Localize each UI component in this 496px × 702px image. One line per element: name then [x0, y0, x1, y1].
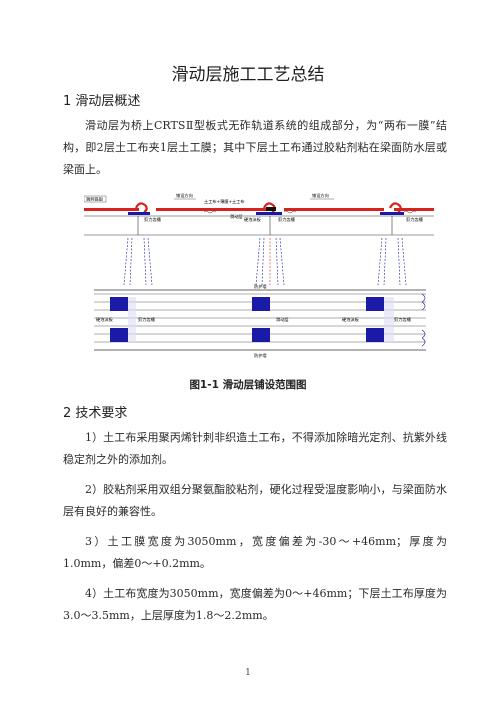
plan-label-left2: 剪力齿槽 — [138, 316, 156, 323]
pier-3 — [377, 216, 407, 286]
plan-label-left1: 硬泡沫板 — [96, 316, 114, 323]
label-zone3: 剪力齿槽 — [406, 216, 424, 223]
plan-view: 防护墙 防护墙 硬泡沫板 剪力齿槽 滑动层 硬泡沫板 剪力齿槽 — [94, 283, 426, 359]
plan-label-top: 防护墙 — [254, 283, 267, 290]
requirement-item-4: 4）土工布宽度为3050mm，宽度偏差为0～+46mm；下层土工布厚度为3.0～… — [63, 587, 447, 622]
blue-layer-3 — [380, 212, 404, 215]
plan-label-right1: 硬泡沫板 — [342, 316, 360, 323]
label-slide1: 滑动层 — [230, 213, 243, 220]
plan-block-right-bot — [366, 328, 384, 342]
overview-paragraph: 滑动层为桥上CRTSⅡ型板式无砟轨道系统的组成部分，为“两布一膜”结构，即2层土… — [63, 119, 447, 176]
black-joint — [266, 207, 276, 211]
label-zone2: 剪力齿槽 — [278, 216, 296, 223]
label-slide2: 硬泡沫板 — [244, 216, 262, 223]
section-heading-overview: 1 滑动层概述 — [63, 94, 141, 109]
label-layers: 土工布+薄膜+土工布 — [204, 198, 245, 205]
plan-block-left-bot — [110, 328, 128, 342]
plan-label-bottom: 防护墙 — [254, 352, 267, 359]
section-heading-requirements: 2 技术要求 — [63, 406, 128, 421]
page-number: 1 — [245, 668, 251, 678]
figure-caption: 图1-1 滑动层铺设范围图 — [189, 379, 307, 391]
plan-block-left-top — [110, 297, 128, 311]
label-anchor: 端刺锚固 — [86, 196, 103, 203]
track-slab-red-left — [84, 208, 139, 211]
plan-block-right-top — [366, 297, 384, 311]
figure-sliding-layer: 端刺锚固 铺设方向 土工布+薄膜+土工布 铺设方向 剪力齿槽 剪力齿槽 剪力齿槽… — [84, 192, 434, 359]
plan-block-mid-bot — [252, 328, 270, 342]
blue-layer-2 — [256, 212, 282, 215]
requirement-item-1: 1）土工布采用聚丙烯针刺非织造土工布，不得添加除暗光定剂、抗紫外线稳定剂之外的添… — [63, 431, 447, 466]
plan-block-mid-top — [252, 297, 270, 311]
label-lay-dir-right: 铺设方向 — [312, 192, 329, 199]
requirement-item-2: 2）胶粘剂采用双组分聚氨酯胶粘剂，硬化过程受湿度影响小，与梁面防水层有良好的兼容… — [63, 483, 447, 518]
wave-3 — [403, 210, 417, 214]
wave-2 — [283, 210, 297, 214]
pier-1 — [123, 216, 153, 286]
track-slab-red-mid2 — [284, 208, 384, 211]
track-slab-red-right — [394, 208, 434, 211]
elevation-view: 端刺锚固 铺设方向 土工布+薄膜+土工布 铺设方向 剪力齿槽 剪力齿槽 剪力齿槽… — [84, 192, 434, 286]
page-title: 滑动层施工工艺总结 — [171, 65, 325, 85]
red-hook-3 — [389, 202, 402, 213]
wave-1 — [203, 210, 217, 214]
label-zone1: 剪力齿槽 — [144, 216, 162, 223]
blue-layer-1 — [128, 212, 150, 215]
pier-2 — [255, 216, 285, 286]
red-hook-1 — [135, 202, 148, 213]
plan-label-mid: 滑动层 — [276, 316, 289, 323]
label-lay-dir-left: 铺设方向 — [176, 192, 193, 199]
requirement-item-3: 3）土工膜宽度为3050mm，宽度偏差为-30～+46mm；厚度为1.0mm，偏… — [63, 535, 447, 570]
track-slab-red-mid — [156, 208, 271, 211]
plan-label-right2: 剪力齿槽 — [394, 316, 412, 323]
